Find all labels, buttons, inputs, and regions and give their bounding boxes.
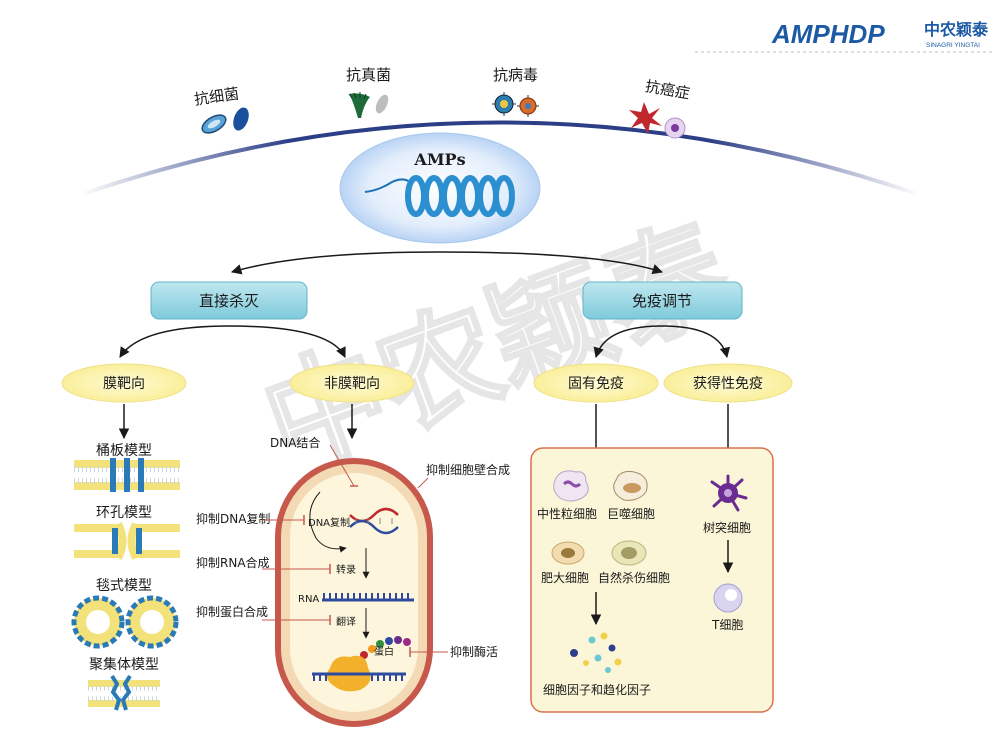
- arrow-to-adaptive: [661, 325, 731, 359]
- peptide-chain-icon: [360, 636, 411, 659]
- rna-strand-icon: [322, 593, 414, 602]
- protein-label: 蛋白: [374, 645, 394, 658]
- macrophage-label: 巨噬细胞: [607, 506, 655, 521]
- cancer-cell-icon: [629, 102, 686, 139]
- cytokines-label: 细胞因子和趋化因子: [543, 683, 651, 697]
- replication-loop-arrow: [309, 491, 347, 553]
- target-antiviral-label: 抗病毒: [493, 66, 538, 84]
- target-anticancer-label: 抗癌症: [644, 77, 691, 103]
- fungus-icon: [348, 92, 389, 118]
- neutrophil-label: 中性粒细胞: [537, 506, 597, 521]
- cell-wall-pointer: [417, 477, 429, 489]
- target-antifungal-label: 抗真菌: [346, 66, 391, 84]
- nk-cell-label: 自然杀伤细胞: [598, 570, 670, 585]
- inhibit-rna-synthesis-label: 抑制RNA合成: [196, 555, 270, 570]
- t-cell-icon: [713, 583, 743, 613]
- cytokine-dots-icon: [570, 632, 622, 673]
- dna-binding-label: DNA结合: [270, 435, 320, 450]
- barrel-stave-model-icon: [74, 458, 180, 492]
- innate-immunity-node: 固有免疫: [533, 363, 659, 403]
- immune-regulation-label: 免疫调节: [632, 292, 692, 310]
- amps-node: AMPs: [339, 132, 541, 244]
- non-membrane-targeting-node: 非膜靶向: [289, 363, 415, 403]
- arrow-to-immune: [439, 251, 663, 275]
- alpha-helix-icon: [405, 175, 515, 217]
- company-name-en: SINAGRI YINGTAI: [926, 42, 980, 49]
- aggregate-model-icon: [88, 674, 160, 711]
- amps-label: AMPs: [413, 150, 465, 169]
- mast-cell-label: 肥大细胞: [541, 571, 589, 585]
- brand-logo: AMPHDP 中农颖泰 SINAGRI YINGTAI: [695, 19, 995, 53]
- nk-cell-icon: [611, 540, 647, 566]
- target-arc: [79, 120, 921, 197]
- virus-icon: [492, 92, 539, 117]
- model-carpet-label: 毯式模型: [96, 578, 152, 594]
- membrane-targeting-label: 膜靶向: [103, 376, 145, 392]
- mrna-strand-icon: [312, 672, 406, 681]
- carpet-model-icon: [71, 595, 179, 649]
- dna-binding-pointer: [329, 444, 355, 487]
- peptide-tail: [364, 178, 413, 193]
- target-antibacterial-label: 抗细菌: [193, 85, 240, 109]
- immune-panel: 中性粒细胞 巨噬细胞 肥大细胞 自然杀伤细胞 细胞因子和趋化因子: [530, 447, 774, 713]
- rna-label: RNA: [298, 594, 319, 605]
- model-barrel-stave-label: 桶板模型: [96, 443, 152, 459]
- arrow-to-non-membrane: [228, 325, 346, 358]
- dendritic-cell-label: 树突细胞: [703, 520, 751, 535]
- arrow-to-innate: [593, 325, 663, 359]
- adaptive-immunity-node: 获得性免疫: [663, 363, 793, 403]
- inhibit-dna-replication-label: 抑制DNA复制: [196, 511, 270, 526]
- model-aggregate-label: 聚集体模型: [89, 656, 159, 673]
- t-cell-label: T细胞: [711, 618, 743, 632]
- membrane-models-column: 桶板模型 环孔模型 毯式模型 聚集体模型: [71, 443, 180, 711]
- bacterial-cell: DNA结合 抑制细胞壁合成 DNA复制 转录 RNA 翻译: [196, 435, 510, 727]
- membrane-targeting-node: 膜靶向: [61, 363, 187, 403]
- logo-text: AMPHDP: [771, 19, 885, 49]
- dna-double-helix-icon: [349, 507, 399, 535]
- company-name-cn: 中农颖泰: [924, 20, 989, 39]
- adaptive-immunity-label: 获得性免疫: [693, 375, 763, 392]
- mast-cell-icon: [551, 541, 585, 565]
- model-toroidal-pore-label: 环孔模型: [96, 505, 152, 521]
- neutrophil-icon: [553, 470, 589, 502]
- inhibit-cell-wall-label: 抑制细胞壁合成: [426, 462, 510, 477]
- inhibit-enzyme-label: 抑制酶活: [450, 644, 498, 659]
- immune-regulation-node: 免疫调节: [582, 281, 743, 320]
- innate-immunity-label: 固有免疫: [568, 376, 624, 392]
- arrow-to-membrane: [119, 325, 230, 358]
- dendritic-cell-icon: [710, 474, 748, 512]
- inhibit-protein-synthesis-label: 抑制蛋白合成: [196, 604, 268, 619]
- dna-replication-label: DNA复制: [308, 516, 350, 529]
- direct-kill-label: 直接杀灭: [199, 292, 259, 310]
- transcription-label: 转录: [336, 563, 356, 576]
- arrow-to-direct-kill: [230, 251, 441, 275]
- macrophage-icon: [613, 470, 648, 501]
- translation-label: 翻译: [336, 616, 356, 628]
- direct-kill-node: 直接杀灭: [150, 281, 308, 320]
- non-membrane-targeting-label: 非膜靶向: [324, 376, 380, 392]
- bacteria-icon: [201, 107, 249, 134]
- toroidal-pore-model-icon: [74, 522, 180, 560]
